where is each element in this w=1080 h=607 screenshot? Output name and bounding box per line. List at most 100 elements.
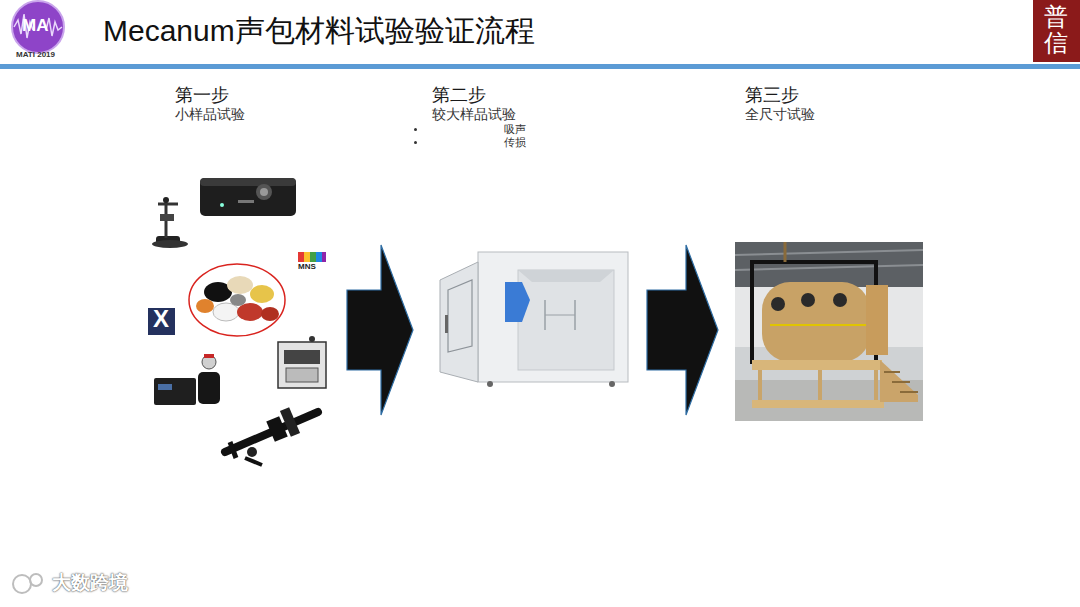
full-size-test-photo — [735, 250, 923, 255]
step-name: 全尺寸试验 — [745, 106, 925, 123]
test-cabinet — [518, 270, 614, 370]
full-size-test-photo — [752, 360, 882, 370]
small-sample-equipment — [260, 188, 268, 196]
small-sample-equipment — [284, 350, 320, 364]
small-sample-equipment — [158, 203, 178, 206]
flow-arrow — [347, 245, 413, 415]
test-cabinet — [505, 282, 530, 322]
brand-mark: MNS — [298, 263, 316, 272]
test-cabinet — [487, 381, 493, 387]
small-sample-equipment — [220, 203, 224, 207]
page-title: Mecanum声包材料试验验证流程 — [103, 11, 535, 52]
full-size-test-photo — [784, 242, 787, 262]
test-cabinet — [448, 280, 472, 352]
watermark-icon — [13, 574, 42, 593]
bullet-item: 传损 — [432, 136, 635, 149]
watermark: 大数跨境 — [52, 573, 128, 594]
small-sample-equipment — [280, 407, 300, 437]
small-sample-equipment — [309, 336, 315, 342]
full-size-test-photo — [735, 242, 923, 287]
brand-mark: X — [153, 306, 169, 332]
full-size-test-photo — [892, 381, 910, 383]
small-sample-equipment — [196, 299, 214, 313]
step-name: 小样品试验 — [175, 106, 335, 123]
small-sample-equipment — [230, 442, 236, 458]
small-sample-equipment — [286, 368, 318, 382]
small-sample-equipment — [304, 252, 310, 262]
small-sample-equipment — [198, 372, 220, 404]
small-sample-equipment — [227, 276, 253, 294]
test-cabinet — [478, 252, 628, 382]
small-sample-equipment — [230, 294, 246, 306]
small-sample-equipment — [278, 342, 326, 388]
watermark-icon — [30, 574, 42, 586]
flow-arrow — [647, 245, 718, 415]
watermark-icon — [13, 575, 31, 593]
small-sample-equipment — [148, 178, 326, 465]
small-sample-equipment — [204, 354, 214, 358]
full-size-test-photo — [735, 265, 923, 270]
full-size-test-photo — [735, 242, 923, 421]
brand-logo-text: 普信 — [1044, 4, 1068, 57]
full-size-test-photo — [752, 262, 876, 362]
full-size-test-photo — [735, 242, 923, 421]
step-number: 第三步 — [745, 84, 925, 106]
bullet-item: 吸声 — [432, 123, 635, 136]
full-size-test-photo — [880, 360, 918, 402]
small-sample-equipment — [225, 412, 318, 452]
small-sample-equipment — [256, 184, 272, 200]
step-group: 第一步小样品试验 — [140, 84, 335, 464]
logo-letters: MA — [22, 17, 48, 36]
test-cabinet — [609, 381, 615, 387]
small-sample-equipment — [154, 378, 196, 405]
small-sample-equipment — [213, 303, 239, 321]
full-size-test-photo — [900, 391, 918, 393]
test-cabinet — [545, 315, 575, 316]
small-sample-equipment — [237, 303, 263, 321]
small-sample-equipment — [250, 285, 274, 303]
step-group: 第三步全尺寸试验 — [730, 84, 925, 424]
full-size-test-photo — [874, 370, 878, 405]
step-name: 较大样品试验 — [432, 106, 635, 123]
full-size-test-photo — [818, 370, 822, 405]
mati-logo — [12, 1, 64, 53]
test-cabinet — [518, 270, 614, 282]
full-size-test-photo — [771, 297, 785, 311]
full-size-test-photo — [770, 324, 866, 326]
full-size-test-photo — [884, 371, 900, 373]
test-cabinet — [440, 252, 628, 387]
small-sample-equipment — [158, 384, 172, 390]
test-cabinet — [445, 315, 448, 333]
small-sample-equipment — [310, 252, 316, 262]
header-rule — [0, 64, 1080, 69]
puxin-logo — [1033, 0, 1080, 62]
test-cabinet — [440, 262, 478, 382]
mati-logo — [12, 1, 64, 53]
small-sample-equipment — [202, 355, 216, 369]
small-sample-equipment — [322, 252, 326, 262]
full-size-test-photo — [801, 293, 815, 307]
full-size-test-photo — [762, 282, 870, 362]
small-sample-equipment — [152, 240, 188, 248]
small-sample-equipment — [160, 214, 174, 221]
full-size-test-photo — [866, 285, 888, 355]
full-size-test-photo — [752, 400, 884, 408]
step-number: 第一步 — [175, 84, 335, 106]
small-sample-equipment — [316, 252, 322, 262]
small-sample-equipment — [238, 200, 254, 203]
step-number: 第二步 — [432, 84, 635, 106]
mati-logo — [12, 1, 64, 53]
logo-caption: MATI 2019 — [16, 51, 55, 60]
small-sample-equipment — [200, 178, 296, 186]
small-sample-equipment — [298, 252, 304, 262]
small-sample-equipment — [245, 458, 262, 465]
small-sample-equipment — [261, 307, 279, 321]
full-size-test-photo — [758, 370, 762, 405]
full-size-test-photo — [833, 293, 847, 307]
small-sample-equipment — [247, 447, 257, 457]
small-sample-equipment — [189, 264, 285, 336]
step-group: 第二步较大样品试验吸声传损 — [425, 84, 635, 389]
small-sample-equipment — [200, 178, 296, 216]
